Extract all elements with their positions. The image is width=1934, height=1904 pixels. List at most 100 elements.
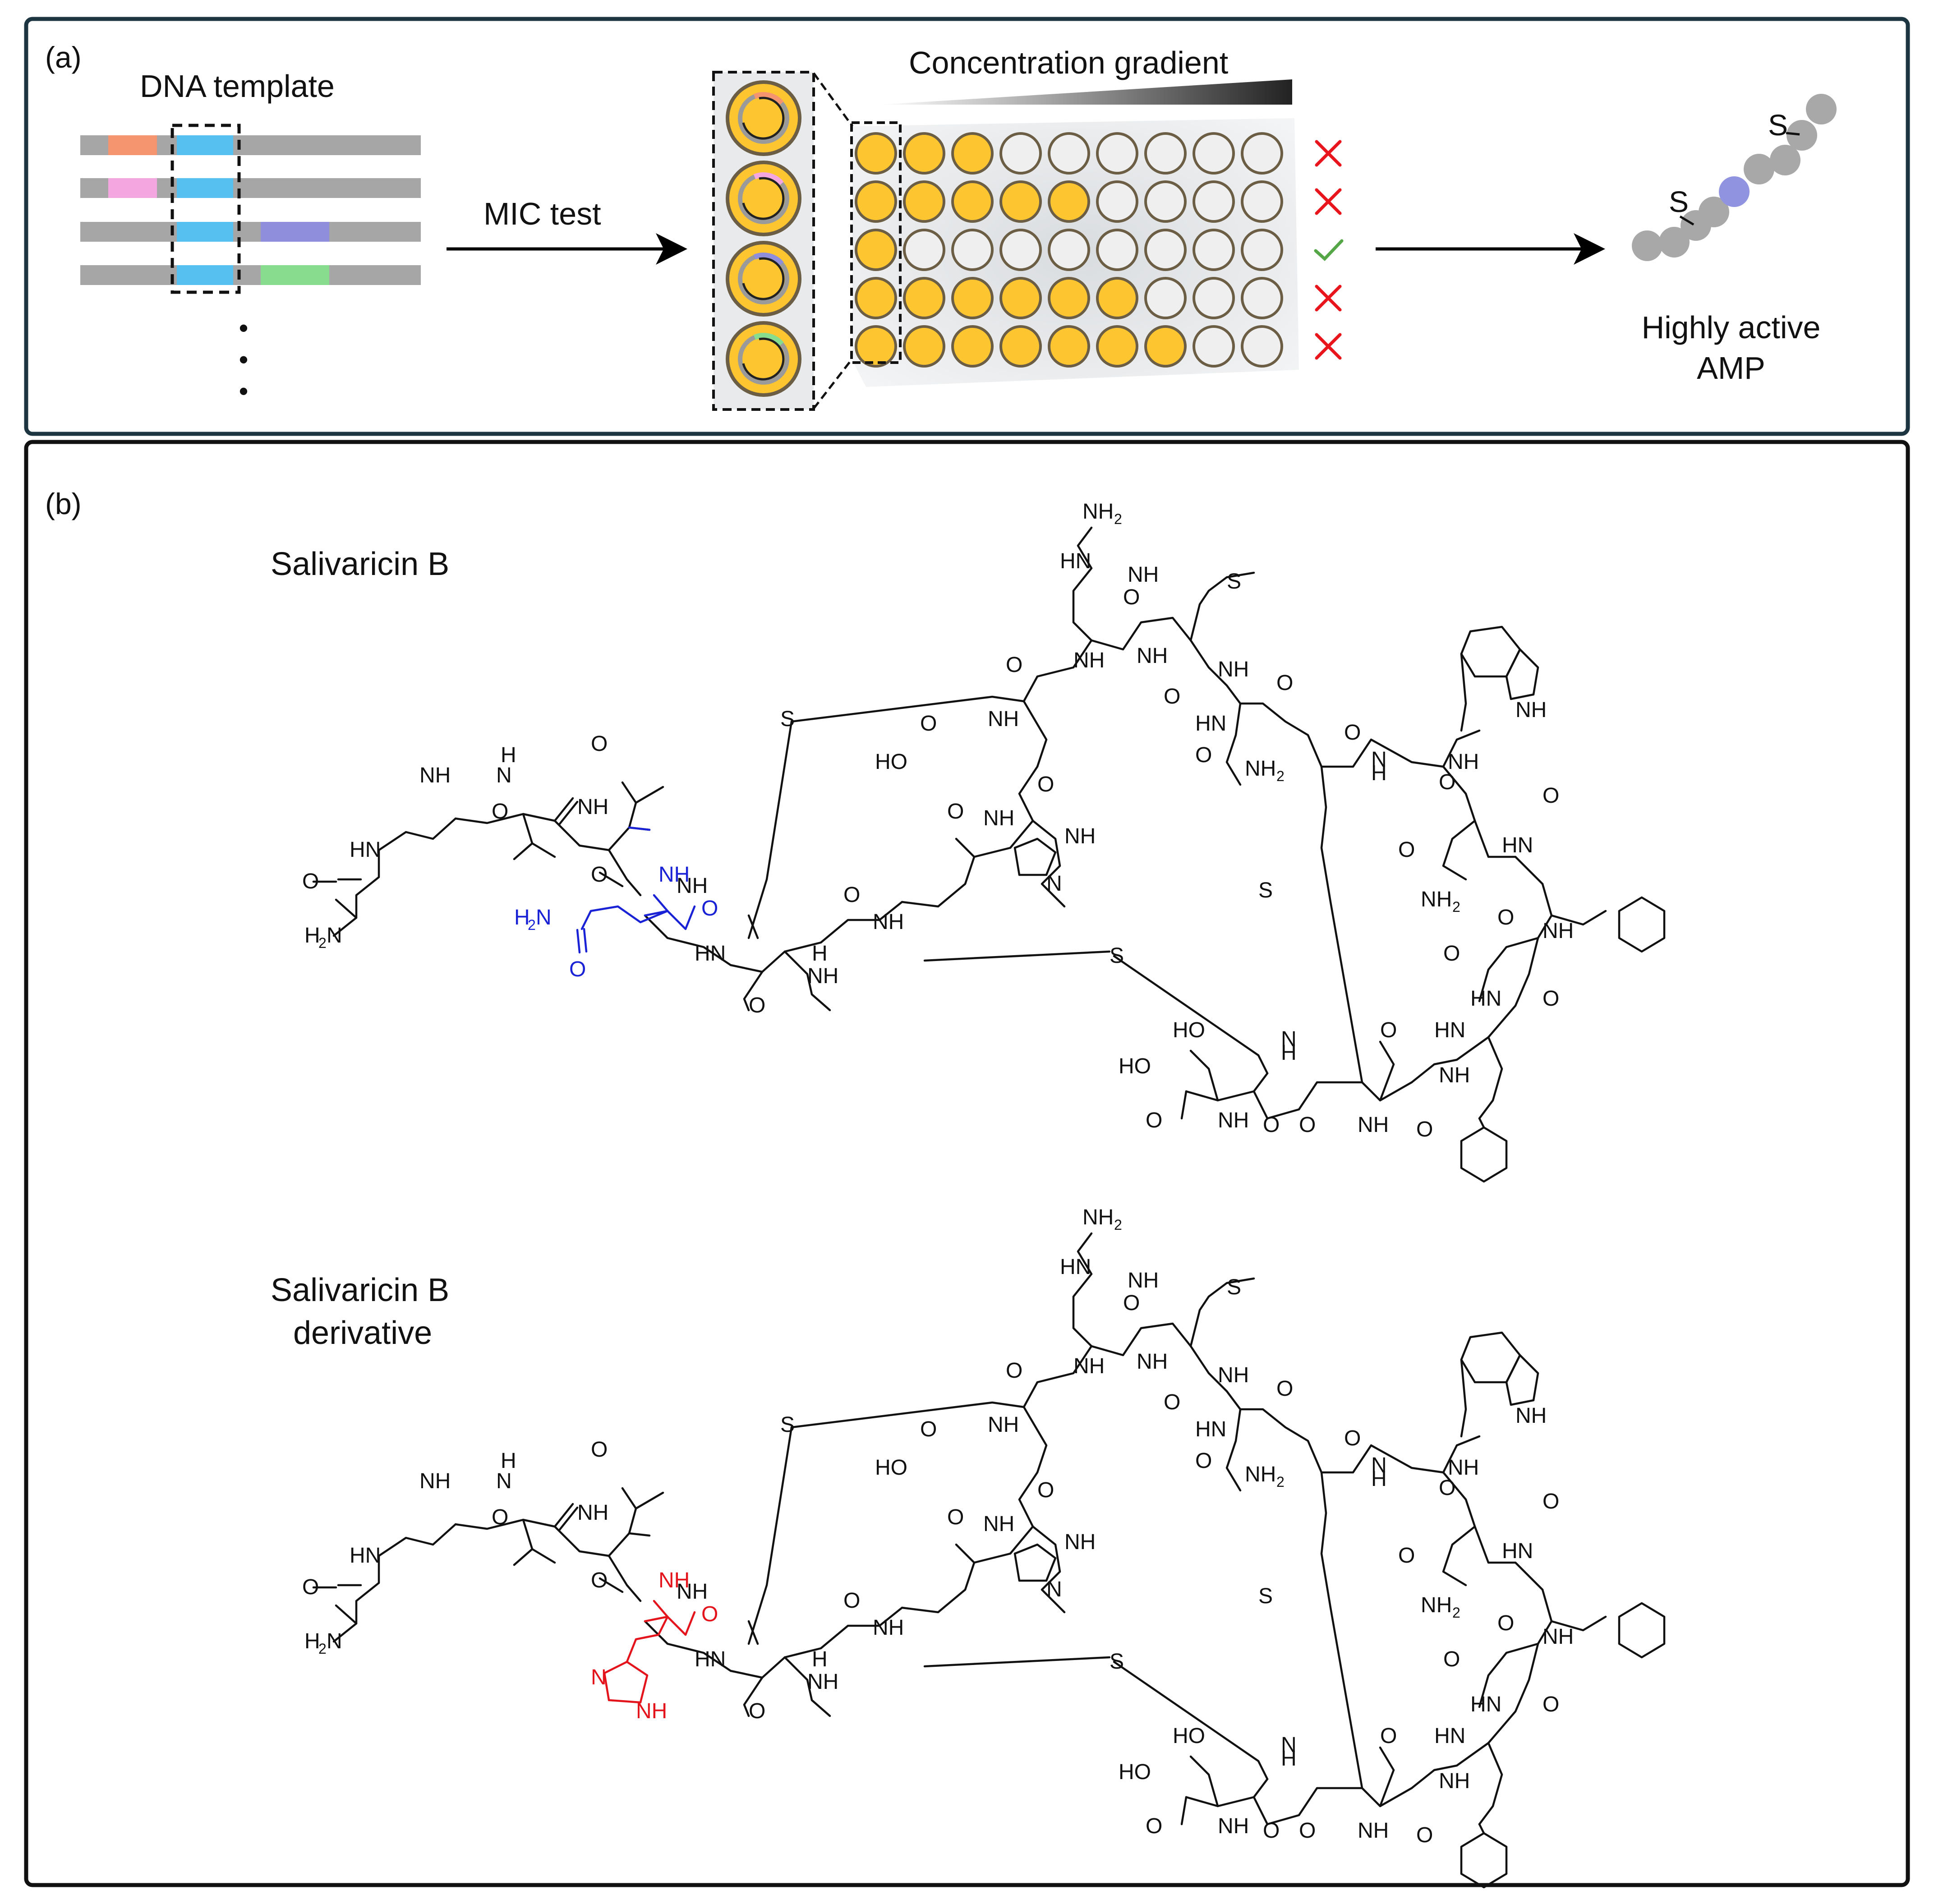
well-no-growth [1193,132,1235,175]
concentration-gradient-label: Concentration gradient [909,45,1228,80]
well-no-growth [1144,180,1187,223]
well-no-growth [1193,277,1235,319]
zoom-line-bottom [813,358,853,409]
dna-template-label: DNA template [140,69,335,104]
svg-text:NH: NH [658,863,690,887]
well-growth [903,277,945,319]
amp-bead [1770,145,1800,175]
output-label-line2: AMP [1697,350,1765,386]
well-growth [903,132,945,175]
well-zoom-inset [712,71,854,411]
well-no-growth [1144,277,1187,319]
variable-region-box [170,124,241,294]
result-icons [1314,140,1344,360]
well-growth [855,325,897,368]
red-cross-icon [1315,188,1342,215]
well-growth [1096,277,1138,319]
well-growth [903,325,945,368]
red-cross-icon [1315,333,1342,360]
well-no-growth [951,229,994,271]
control-column-box [850,121,902,364]
segment-orange [108,135,157,155]
histidine-residue [603,1600,696,1704]
amp-bead [1744,154,1774,184]
segment-blue-3 [177,222,233,242]
histidine-labels: NH O N NH [591,1568,718,1723]
well-growth [951,325,994,368]
red-cross-icon [1315,140,1342,167]
svg-text:N: N [591,1665,607,1689]
amp-bead [1787,120,1817,151]
well-growth [855,277,897,319]
well-growth [855,229,897,271]
dna-track-3 [80,222,421,242]
segment-pink [108,178,157,198]
well-no-growth [1193,229,1235,271]
well-growth [855,180,897,223]
mic-test-label: MIC test [484,196,601,231]
well-no-growth [1241,277,1283,319]
well-growth [999,180,1042,223]
segment-blue-1 [177,135,233,155]
well-growth [1048,277,1090,319]
well-growth [855,132,897,175]
dna-track-4 [80,265,421,285]
svg-text:NH: NH [658,1568,690,1592]
well-no-growth [1144,229,1187,271]
glutamine-residue [576,826,696,954]
well-growth [1048,180,1090,223]
molecule2-title-line2: derivative [293,1315,432,1351]
svg-text:2: 2 [528,917,536,933]
well-growth [1096,325,1138,368]
ellipsis-dot-3: • [239,376,248,406]
well-no-growth [1193,180,1235,223]
inset-well [726,161,801,236]
well-growth [951,180,994,223]
segment-green [261,265,329,285]
well-no-growth [1096,180,1138,223]
well-growth [1048,325,1090,368]
segment-blue-4 [177,265,233,285]
panel-b-label: (b) [45,487,82,520]
well-growth [951,132,994,175]
well-no-growth [903,229,945,271]
well-no-growth [1241,229,1283,271]
amp-bead [1659,227,1690,258]
sulfur-label-1: S [1669,185,1689,218]
ellipsis-dot-2: • [239,345,248,375]
well-growth [1144,325,1187,368]
well-no-growth [1096,229,1138,271]
amp-bead [1699,197,1729,227]
well-growth [903,180,945,223]
svg-text:O: O [701,897,718,920]
amp-bead-variable [1719,176,1750,207]
dna-template-tracks: • • • [80,124,421,406]
segment-purple [261,222,329,242]
red-cross-icon [1315,285,1342,312]
svg-text:N: N [536,906,552,929]
well-growth [951,277,994,319]
green-check-icon [1314,239,1344,261]
thioether-bond-1 [1679,215,1695,226]
svg-text:H: H [514,906,530,929]
svg-text:O: O [569,957,586,981]
panel-b-border [24,440,1910,1887]
well-no-growth [1144,132,1187,175]
output-label-line1: Highly active [1642,310,1821,345]
zoom-line-top [812,72,854,127]
inset-well [726,321,801,397]
well-no-growth [1241,132,1283,175]
inset-well [726,80,801,156]
molecule2-title-line1: Salivaricin B [271,1272,449,1308]
amp-bead-chain: S S [1632,94,1837,261]
svg-text:NH: NH [636,1699,667,1723]
well-no-growth [1241,325,1283,368]
ellipsis-dot-1: • [239,313,248,343]
well-no-growth [1193,325,1235,368]
inset-wells [726,80,801,397]
well-no-growth [1241,180,1283,223]
amp-bead [1632,230,1662,261]
